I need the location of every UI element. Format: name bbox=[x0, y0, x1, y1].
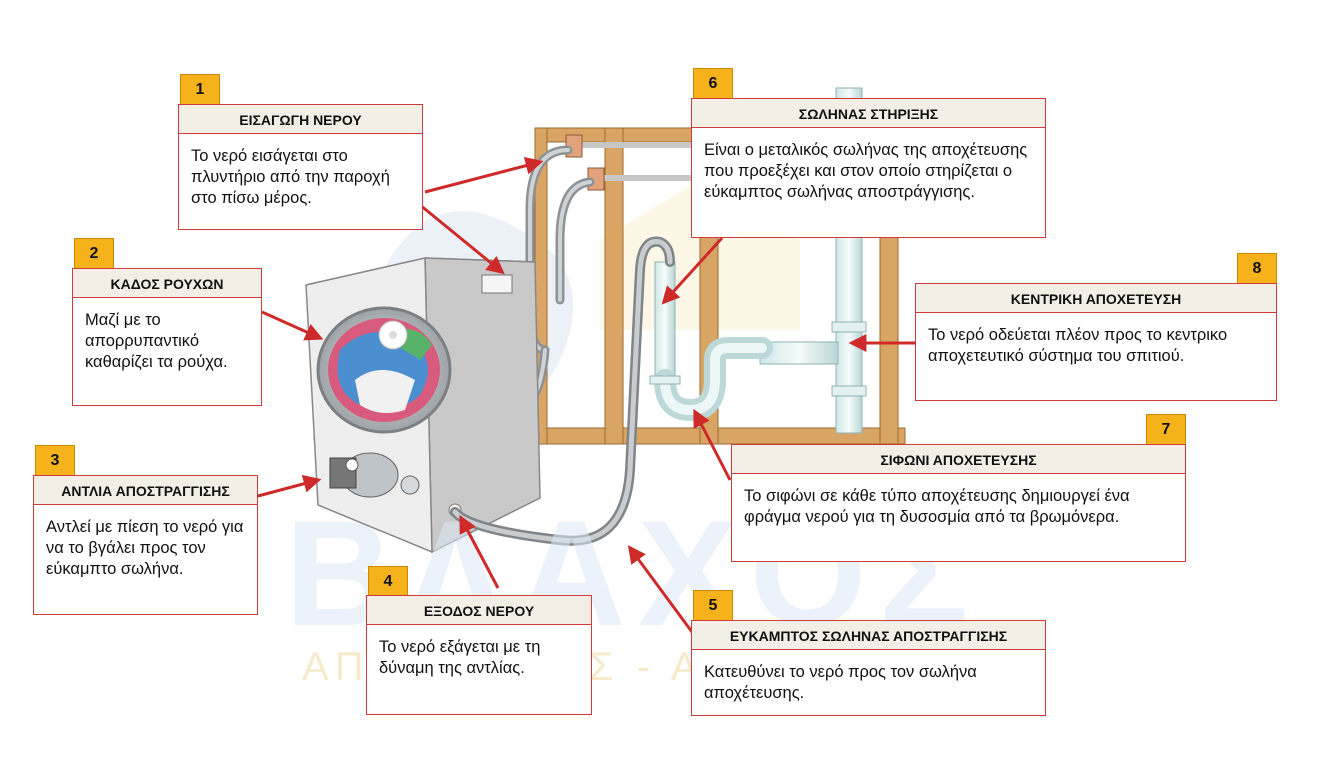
label-5-card: ΕΥΚΑΜΠΤΟΣ ΣΩΛΗΝΑΣ ΑΠΟΣΤΡΑΓΓΙΣΗΣ Κατευθύν… bbox=[691, 620, 1046, 716]
label-6-text: Είναι ο μεταλικός σωλήνας της αποχέτευση… bbox=[691, 128, 1046, 238]
callout-arrows bbox=[257, 156, 916, 633]
siphon-trap bbox=[649, 261, 773, 422]
arrow-6-standpipe bbox=[661, 236, 724, 305]
label-1-title: ΕΙΣΑΓΩΓΗ ΝΕΡΟΥ bbox=[178, 104, 423, 134]
label-8-number: 8 bbox=[1237, 253, 1277, 284]
arrow-1-inlet bbox=[424, 156, 544, 194]
label-6-card: ΣΩΛΗΝΑΣ ΣΤΗΡΙΞΗΣ Είναι ο μεταλικός σωλήν… bbox=[691, 98, 1046, 238]
label-5-number: 5 bbox=[693, 590, 733, 621]
label-3-number: 3 bbox=[35, 445, 75, 476]
arrow-3-pump bbox=[257, 475, 322, 498]
arrow-4-outlet bbox=[459, 514, 500, 589]
label-1-text: Το νερό εισάγεται στο πλυντήριο από την … bbox=[178, 134, 423, 230]
label-7-card: ΣΙΦΩΝΙ ΑΠΟΧΕΤΕΥΣΗΣ Το σιφώνι σε κάθε τύπ… bbox=[731, 444, 1186, 562]
arrow-5-hose bbox=[627, 545, 694, 633]
label-7-title: ΣΙΦΩΝΙ ΑΠΟΧΕΤΕΥΣΗΣ bbox=[731, 444, 1186, 474]
label-1-number: 1 bbox=[180, 74, 220, 105]
label-4-title: ΕΞΟΔΟΣ ΝΕΡΟΥ bbox=[366, 595, 592, 625]
label-4-number: 4 bbox=[368, 566, 408, 597]
label-7-number: 7 bbox=[1146, 414, 1186, 445]
label-5-title: ΕΥΚΑΜΠΤΟΣ ΣΩΛΗΝΑΣ ΑΠΟΣΤΡΑΓΓΙΣΗΣ bbox=[691, 620, 1046, 650]
label-8-title: ΚΕΝΤΡΙΚΗ ΑΠΟΧΕΤΕΥΣΗ bbox=[915, 283, 1277, 313]
label-4-card: ΕΞΟΔΟΣ ΝΕΡΟΥ Το νερό εξάγεται με τη δύνα… bbox=[366, 595, 592, 715]
label-3-title: ΑΝΤΛΙΑ ΑΠΟΣΤΡΑΓΓΙΣΗΣ bbox=[33, 475, 258, 505]
label-6-number: 6 bbox=[693, 68, 733, 99]
label-7-text: Το σιφώνι σε κάθε τύπο αποχέτευσης δημιο… bbox=[731, 474, 1186, 562]
label-4-text: Το νερό εξάγεται με τη δύναμη της αντλία… bbox=[366, 625, 592, 715]
arrow-7-trap bbox=[693, 408, 732, 481]
label-5-text: Κατευθύνει το νερό προς τον σωλήνα αποχέ… bbox=[691, 650, 1046, 716]
label-3-text: Αντλεί με πίεση το νερό για να το βγάλει… bbox=[33, 505, 258, 615]
flexible-drain-hose bbox=[450, 236, 675, 546]
label-8-card: ΚΕΝΤΡΙΚΗ ΑΠΟΧΕΤΕΥΣΗ Το νερό οδεύεται πλέ… bbox=[915, 283, 1277, 401]
label-2-card: ΚΑΔΟΣ ΡΟΥΧΩΝ Μαζί με το απορρυπαντικό κα… bbox=[72, 268, 262, 406]
arrow-2-drum bbox=[261, 310, 324, 341]
washing-machine bbox=[305, 257, 541, 554]
drain-pump bbox=[329, 452, 420, 498]
label-2-number: 2 bbox=[74, 238, 114, 269]
label-2-text: Μαζί με το απορρυπαντικό καθαρίζει τα ρο… bbox=[72, 298, 262, 406]
arrow-1-back bbox=[419, 203, 505, 275]
label-6-title: ΣΩΛΗΝΑΣ ΣΤΗΡΙΞΗΣ bbox=[691, 98, 1046, 128]
label-2-title: ΚΑΔΟΣ ΡΟΥΧΩΝ bbox=[72, 268, 262, 298]
label-3-card: ΑΝΤΛΙΑ ΑΠΟΣΤΡΑΓΓΙΣΗΣ Αντλεί με πίεση το … bbox=[33, 475, 258, 615]
label-1-card: ΕΙΣΑΓΩΓΗ ΝΕΡΟΥ Το νερό εισάγεται στο πλυ… bbox=[178, 104, 423, 230]
label-8-text: Το νερό οδεύεται πλέον προς το κεντρικο … bbox=[915, 313, 1277, 401]
